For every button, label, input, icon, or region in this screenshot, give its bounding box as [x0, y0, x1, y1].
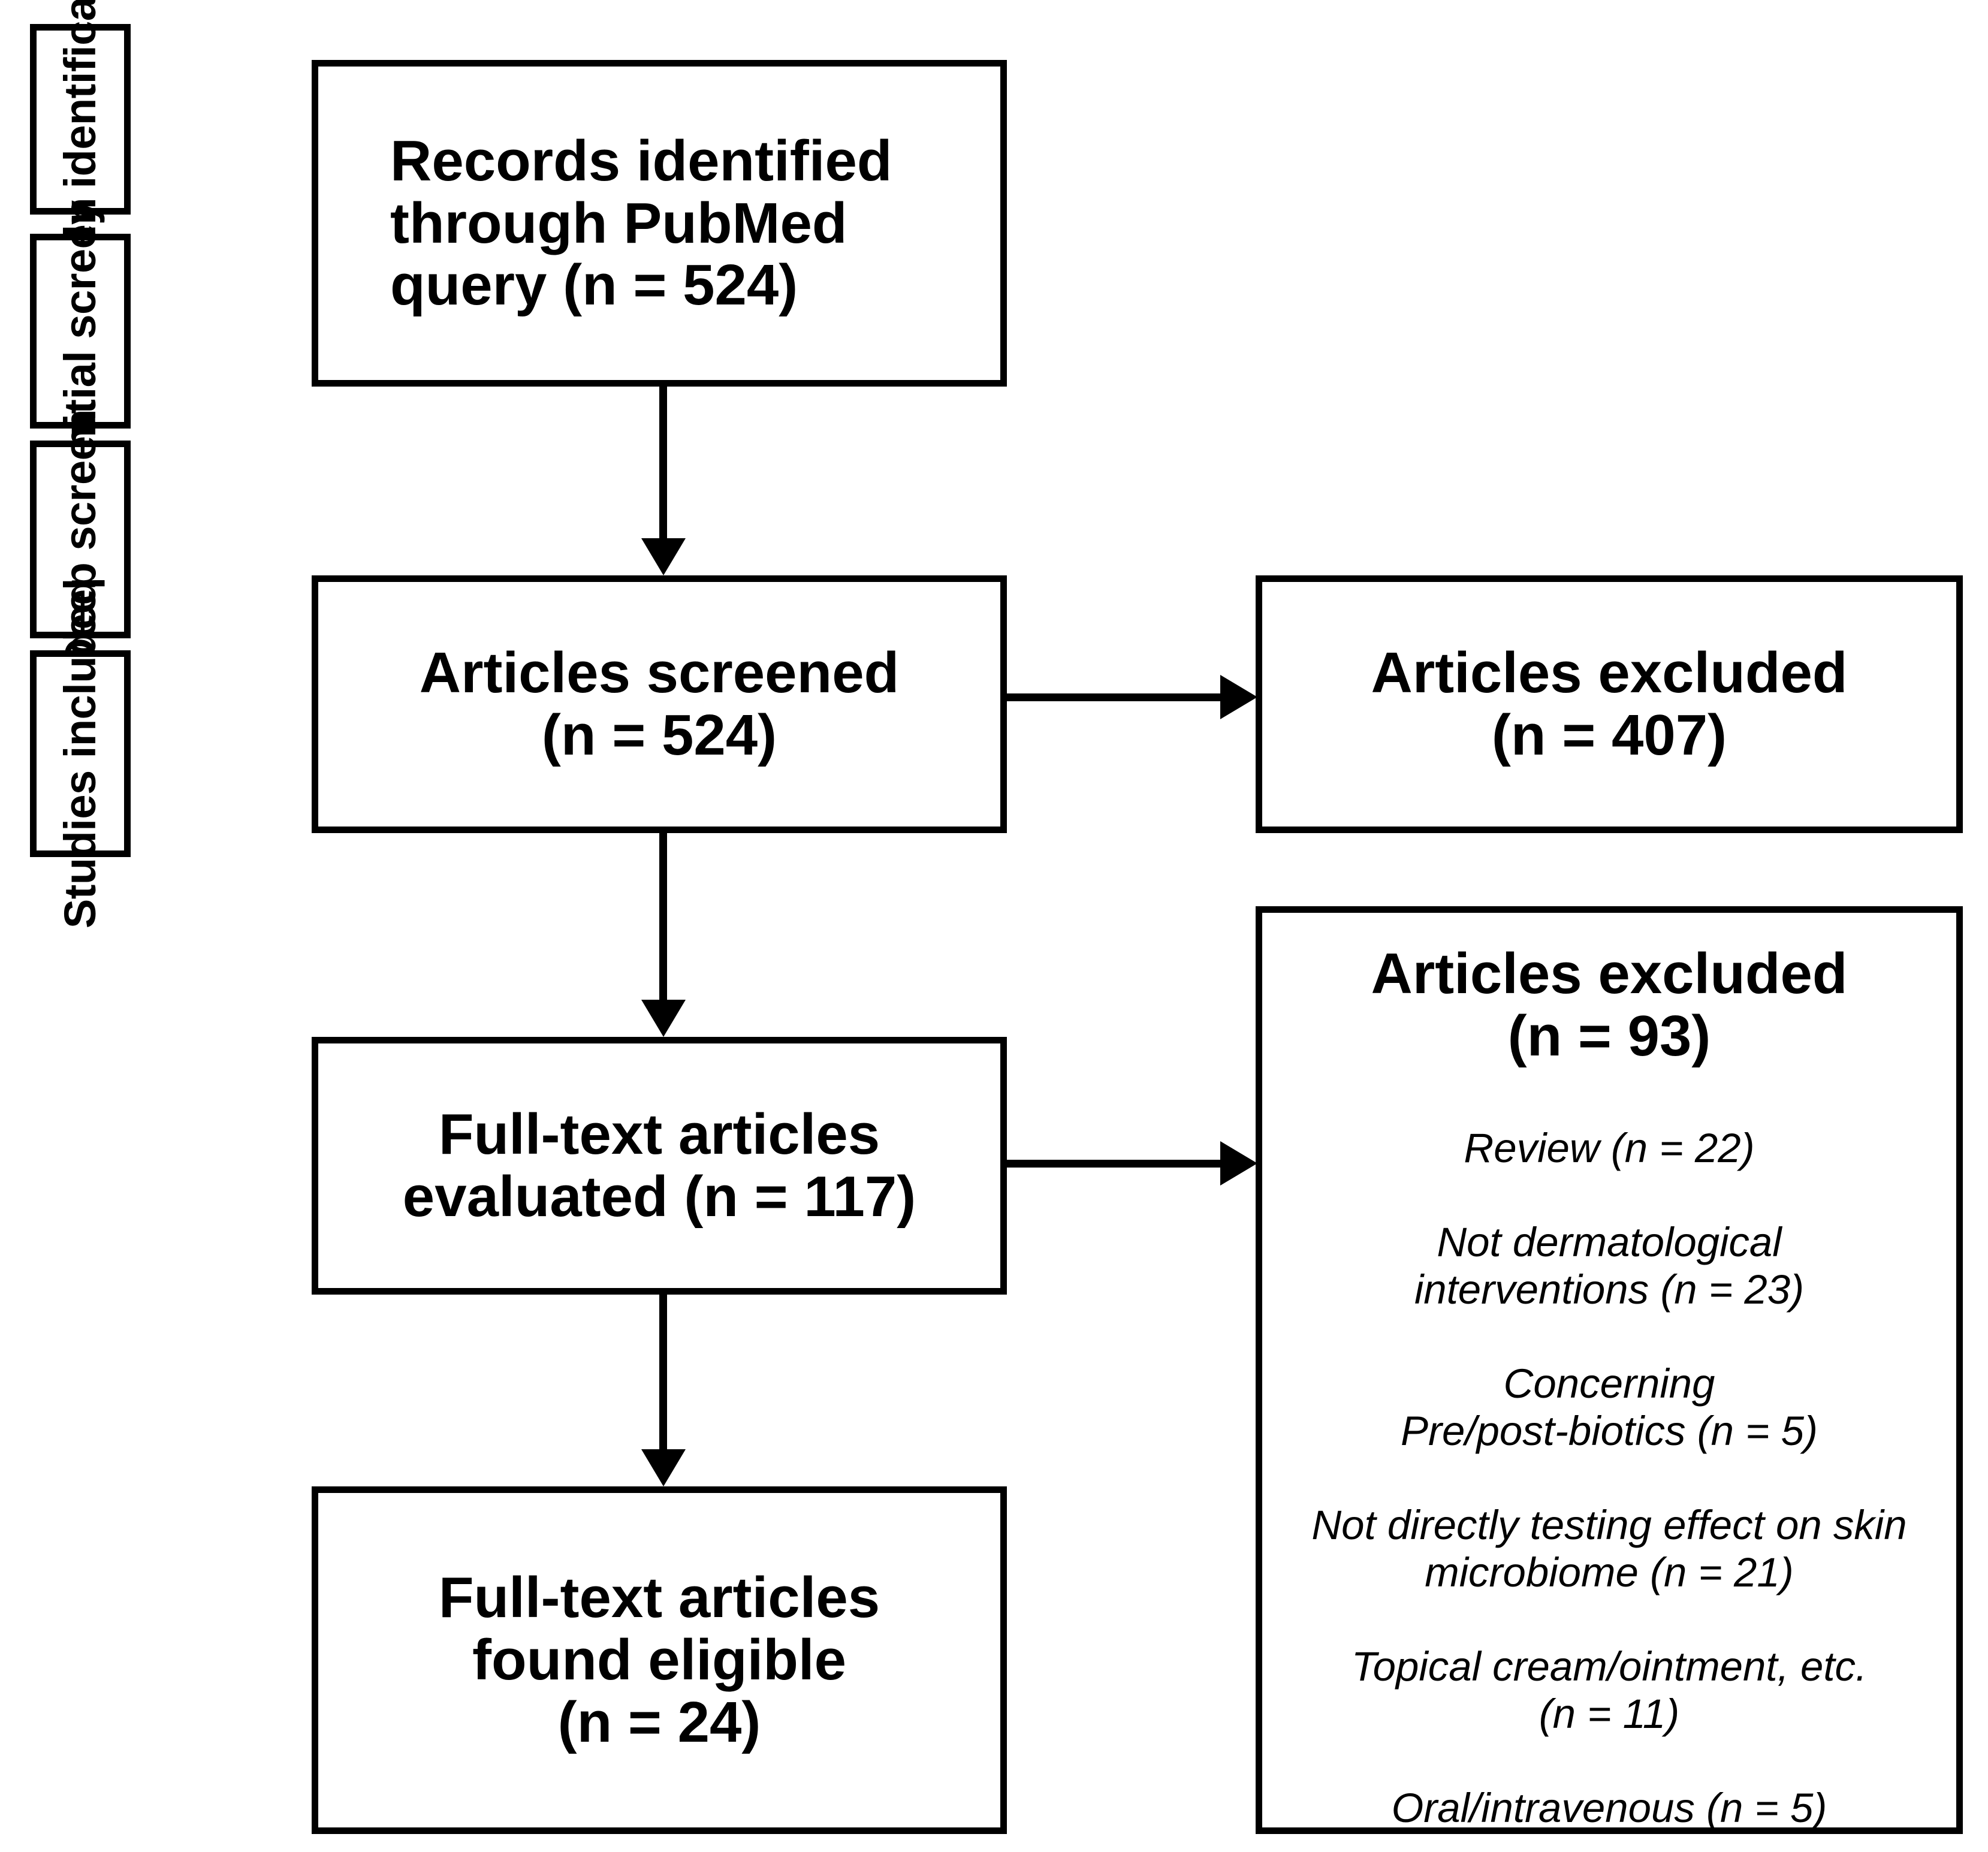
node-articles-excluded-fulltext: Articles excluded (n = 93) Review (n = 2… [1256, 906, 1963, 1834]
stage-box-study-identification: Study identification [30, 0, 131, 322]
node-fulltext-evaluated: Full-text articles evaluated (n = 117) [312, 1037, 1007, 1295]
exclusion-reason-review: Review (n = 22) [1464, 1125, 1755, 1171]
stage-label-studies-included: Studies included [55, 578, 105, 929]
exclusion-reason-list: Review (n = 22) Not dermatological inter… [1311, 1078, 1906, 1852]
node-articles-screened-text: Articles screened (n = 524) [419, 641, 900, 767]
connector-screened-to-excluded-arrowhead [1220, 675, 1257, 719]
exclusion-reason-not-dermatological: Not dermatological interventions (n = 23… [1414, 1219, 1805, 1313]
node-fulltext-eligible: Full-text articles found eligible (n = 2… [312, 1486, 1007, 1834]
node-articles-excluded-screen-text: Articles excluded (n = 407) [1371, 641, 1848, 767]
connector-records-to-screened-line [659, 387, 667, 539]
node-articles-screened: Articles screened (n = 524) [312, 575, 1007, 833]
stage-box-initial-screen: Initial screen [30, 198, 131, 464]
node-records-identified: Records identified through PubMed query … [312, 60, 1007, 387]
exclusion-reason-not-directly-testing: Not directly testing effect on skin micr… [1311, 1502, 1907, 1595]
connector-screened-to-fulltext-line-ext [659, 833, 667, 1001]
node-fulltext-evaluated-text: Full-text articles evaluated (n = 117) [402, 1102, 916, 1229]
connector-records-to-screened-arrowhead [641, 538, 686, 575]
stage-box-studies-included: Studies included [30, 578, 131, 929]
exclusion-reason-pre-post-biotics: Concerning Pre/post-biotics (n = 5) [1400, 1361, 1818, 1454]
node-articles-excluded-screen: Articles excluded (n = 407) [1256, 575, 1963, 833]
connector-fulltext-to-excluded-arrowhead [1220, 1141, 1257, 1186]
connector-screened-to-fulltext-arrowhead [641, 1000, 686, 1037]
connector-fulltext-to-excluded-line [1007, 1160, 1223, 1168]
connector-fulltext-to-eligible-line [659, 1295, 667, 1450]
connector-screened-to-excluded-line [1007, 693, 1223, 701]
exclusion-reason-topical-cream: Topical cream/ointment, etc. (n = 11) [1351, 1643, 1868, 1737]
connector-fulltext-to-eligible-arrowhead [641, 1449, 686, 1486]
node-fulltext-eligible-text: Full-text articles found eligible (n = 2… [438, 1566, 880, 1754]
exclusion-reason-oral-intravenous: Oral/intravenous (n = 5) [1391, 1785, 1827, 1832]
node-articles-excluded-fulltext-heading: Articles excluded (n = 93) [1371, 942, 1848, 1068]
stage-box-deep-screen: Deep screen [30, 409, 131, 669]
node-records-identified-text: Records identified through PubMed query … [390, 128, 892, 318]
